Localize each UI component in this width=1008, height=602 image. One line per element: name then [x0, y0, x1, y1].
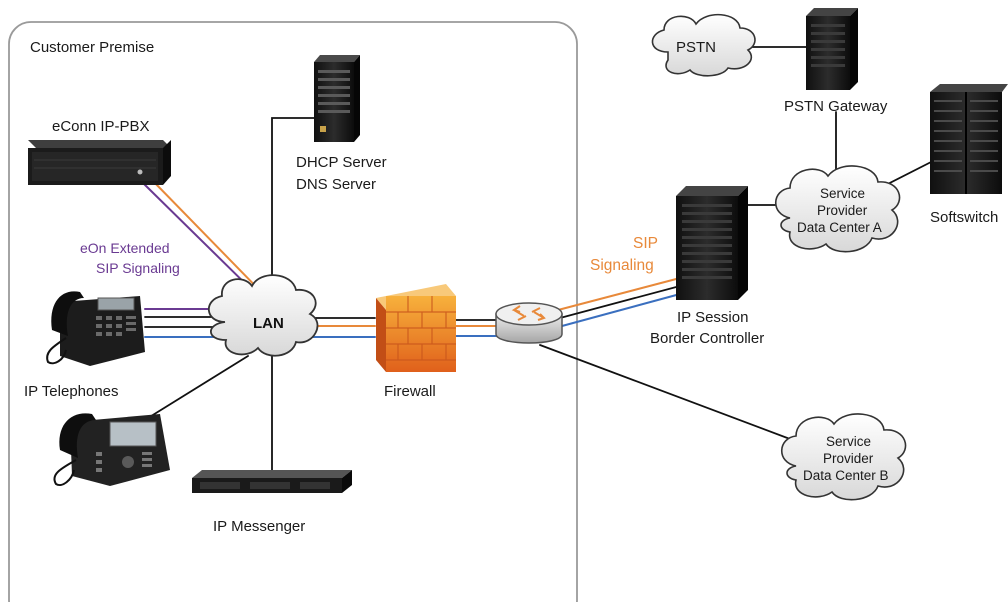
- ip-messenger-label: IP Messenger: [213, 518, 305, 535]
- softswitch-device[interactable]: [930, 84, 1008, 194]
- softswitch-label: Softswitch: [930, 209, 998, 226]
- econn-label: eConn IP-PBX: [52, 118, 150, 135]
- firewall-icon[interactable]: [376, 284, 456, 372]
- dca-label-3: Data Center A: [797, 220, 882, 235]
- sbc-label-2: Border Controller: [650, 330, 764, 347]
- dhcp-server[interactable]: [314, 55, 360, 142]
- ip-telephones-label: IP Telephones: [24, 383, 119, 400]
- ip-messenger-device[interactable]: [192, 470, 352, 493]
- router-sbc-black: [559, 285, 681, 319]
- data-center-a-cloud: [774, 165, 901, 253]
- dhcp-link: [271, 117, 316, 291]
- pstn-gateway-device[interactable]: [806, 8, 858, 90]
- dca-label-1: Service: [820, 186, 865, 201]
- data-center-b-cloud: [780, 413, 907, 501]
- lan-label: LAN: [253, 315, 284, 332]
- pbx-device[interactable]: [28, 140, 171, 185]
- ip-telephone-2[interactable]: [53, 413, 170, 486]
- dcb-label-2: Provider: [823, 451, 874, 466]
- phone2-link: [147, 355, 249, 419]
- router-icon[interactable]: [495, 302, 563, 344]
- pstn-cloud: [651, 13, 756, 77]
- ip-telephone-1[interactable]: [46, 291, 145, 366]
- dca-label-2: Provider: [817, 203, 868, 218]
- customer-premise-label: Customer Premise: [30, 39, 154, 56]
- router-sbc-blue: [561, 293, 681, 327]
- dns-label: DNS Server: [296, 176, 376, 193]
- eon-label-1: eOn Extended: [80, 240, 170, 256]
- sbc-label-1: IP Session: [677, 309, 748, 326]
- pstn-label: PSTN: [676, 39, 716, 56]
- router-dcb-link: [539, 344, 799, 443]
- router-sbc-orange: [557, 277, 681, 311]
- dcb-label-1: Service: [826, 434, 871, 449]
- dcb-label-3: Data Center B: [803, 468, 889, 483]
- dhcp-label: DHCP Server: [296, 154, 387, 171]
- sbc-device[interactable]: [676, 186, 748, 300]
- sip-label-2: Signaling: [590, 257, 654, 274]
- eon-label-2: SIP Signaling: [96, 260, 180, 276]
- sip-label-1: SIP: [633, 235, 658, 252]
- pstn-gateway-label: PSTN Gateway: [784, 98, 888, 115]
- firewall-label: Firewall: [384, 383, 436, 400]
- lan-cloud: [207, 274, 319, 357]
